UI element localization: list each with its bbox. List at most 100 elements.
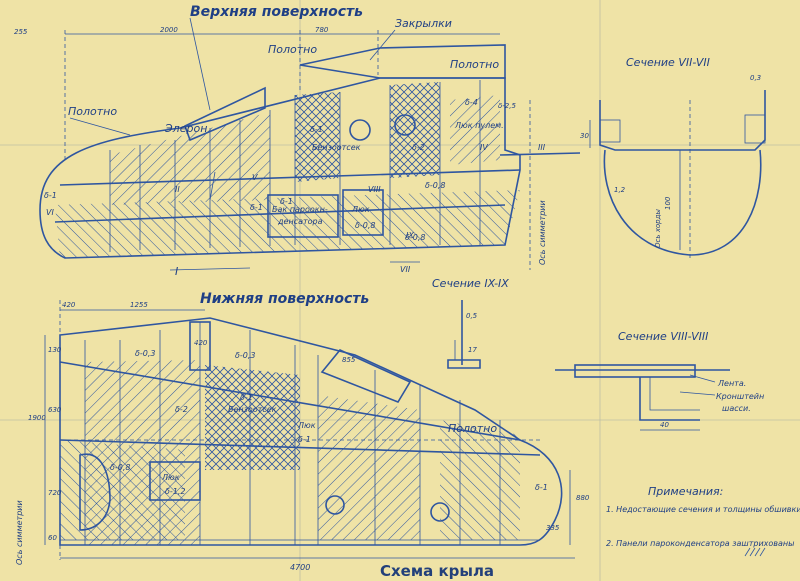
dim-1900: 1900 <box>28 414 46 422</box>
section-vii-drawing <box>589 90 766 260</box>
leader-line <box>209 171 216 201</box>
hatch <box>149 461 201 501</box>
hatched-panel-lower <box>55 190 520 258</box>
label-tape: Лента. <box>717 379 746 388</box>
notes-title: Примечания: <box>648 485 723 498</box>
dim-0-5: 0,5 <box>466 312 478 320</box>
leader-line <box>679 391 716 396</box>
front-spar <box>59 169 521 186</box>
access-cutout <box>79 453 111 531</box>
dim-335: 335 <box>546 524 560 532</box>
section-mark-v: V <box>252 173 258 182</box>
wing-outline <box>59 317 563 546</box>
dim-2000: 2000 <box>160 26 178 34</box>
label-bracket-2: шасси. <box>722 404 751 413</box>
section-mark-iii: III <box>538 143 546 152</box>
section-mark-iv: IV <box>480 143 488 152</box>
label-fuel-bay: Бензоотсек <box>312 143 361 152</box>
label-tank-line1: Бак пароокн- <box>272 205 328 214</box>
section-mark-viii: VIII <box>368 185 381 194</box>
thickness-label: δ-0,8 <box>110 463 131 472</box>
thickness-label: δ-0,3 <box>135 349 156 358</box>
dim-100: 100 <box>664 196 672 210</box>
note-item-1: 1. Недостающие сечения и толщины обшивки… <box>606 505 800 514</box>
section-ix-drawing <box>447 300 481 369</box>
thickness-label: δ-1 <box>250 203 263 212</box>
flap-outline <box>320 349 412 403</box>
label-hatch: Люк <box>161 473 180 482</box>
section-viii-drawing <box>555 364 730 431</box>
upper-surface-title: Верхняя поверхность <box>190 4 363 20</box>
fuel-bay-panel <box>205 365 300 470</box>
dim-0-3: 0,3 <box>750 74 761 82</box>
thickness-label: δ-0,8 <box>405 233 426 242</box>
label-symmetry-axis: Ось симметрии <box>538 200 547 265</box>
thickness-label: δ-1 <box>280 197 293 206</box>
dim-255: 255 <box>14 28 28 36</box>
hatch <box>342 189 384 236</box>
label-aileron: Элерон <box>164 122 207 135</box>
dim-30: 30 <box>580 132 589 140</box>
stringer-detail <box>744 114 766 144</box>
lightening-hole <box>349 119 371 141</box>
dim-880: 880 <box>576 494 590 502</box>
dim-17: 17 <box>468 346 477 354</box>
rear-spar <box>54 204 506 223</box>
leader-line <box>69 117 131 136</box>
ribs <box>109 80 481 252</box>
spar-extension <box>499 152 581 156</box>
thickness-label: δ-2,5 <box>498 102 516 110</box>
hatch-symbol <box>744 547 766 557</box>
dim-40: 40 <box>660 421 669 429</box>
dim-130: 130 <box>48 346 62 354</box>
leader-line <box>689 374 716 383</box>
dim-420: 420 <box>62 301 76 309</box>
label-fabric: Полотно <box>448 422 497 435</box>
label-gun-hatch: Люк пулем. <box>454 121 504 130</box>
dim-60: 60 <box>48 534 57 542</box>
label-fabric: Полотно <box>268 43 317 56</box>
thickness-label: δ-0,3 <box>235 351 256 360</box>
dim-1255: 1255 <box>130 301 148 309</box>
hatched-panel <box>450 95 500 165</box>
ribs <box>84 322 501 545</box>
thickness-label: δ-4 <box>465 98 478 107</box>
stringer-detail <box>599 119 621 143</box>
leader-line <box>189 17 211 111</box>
section-viii-title: Сечение VIII-VIII <box>618 330 708 343</box>
thickness-label: δ-1,2 <box>165 487 186 496</box>
lightening-hole <box>325 495 345 515</box>
section-mark-vii: VII <box>400 265 411 274</box>
thickness-label: δ-1 <box>298 435 311 444</box>
lightening-hole <box>430 502 450 522</box>
section-mark-vi: VI <box>46 208 54 217</box>
hatched-panel <box>318 395 420 540</box>
thickness-label: δ-1 <box>310 125 323 134</box>
thickness-label: δ-2 <box>175 405 188 414</box>
bracket-profile <box>649 377 700 411</box>
thickness-label: δ-1 <box>535 483 548 492</box>
section-cut-line <box>169 267 251 271</box>
thickness-label: δ-0,8 <box>425 181 446 190</box>
label-flaps: Закрылки <box>395 17 452 30</box>
label-fuel-bay: Бензоотсек <box>228 405 277 414</box>
label-bracket-1: Кронштейн <box>716 392 764 401</box>
leader-line <box>369 29 396 61</box>
section-mark-ii: II <box>175 185 180 194</box>
lightening-hole <box>394 114 416 136</box>
label-symmetry-axis: Ось симметрии <box>15 500 24 565</box>
section-mark-ix: IX <box>406 231 414 240</box>
section-profile <box>447 359 481 369</box>
label-chord-axis: Ось хорды <box>654 209 662 248</box>
section-mark-i: I <box>175 265 178 278</box>
label-tank-line2: денсатора <box>277 217 323 226</box>
tape-strip <box>574 364 696 378</box>
label-fabric: Полотно <box>68 105 117 118</box>
bracket-profile <box>639 377 700 421</box>
dim-855: 855 <box>342 356 356 364</box>
dim-4700: 4700 <box>290 563 310 572</box>
drawing-caption: Схема крыла <box>380 562 494 580</box>
fuel-bay-panel <box>390 82 440 178</box>
